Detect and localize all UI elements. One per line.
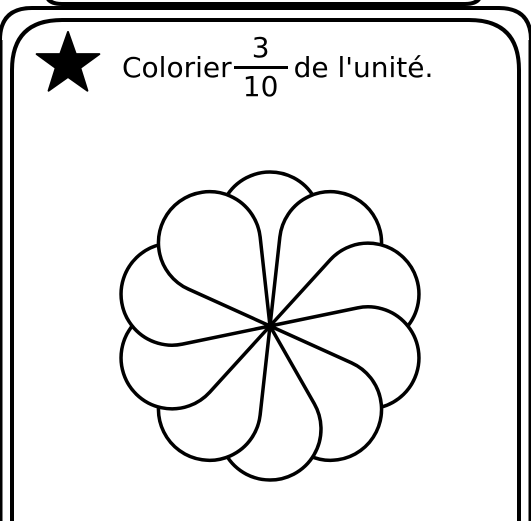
instruction-rest: de l'unité. bbox=[294, 51, 434, 84]
fraction-denominator: 10 bbox=[235, 69, 287, 101]
fraction: 3 10 bbox=[234, 34, 288, 101]
flower-icon bbox=[121, 172, 419, 480]
instruction-verb: Colorier bbox=[122, 51, 232, 84]
star-icon bbox=[35, 30, 101, 96]
instruction-text: Colorier 3 10 de l'unité. bbox=[122, 22, 433, 112]
previous-card-edge bbox=[46, 0, 481, 4]
fraction-numerator: 3 bbox=[244, 34, 278, 66]
